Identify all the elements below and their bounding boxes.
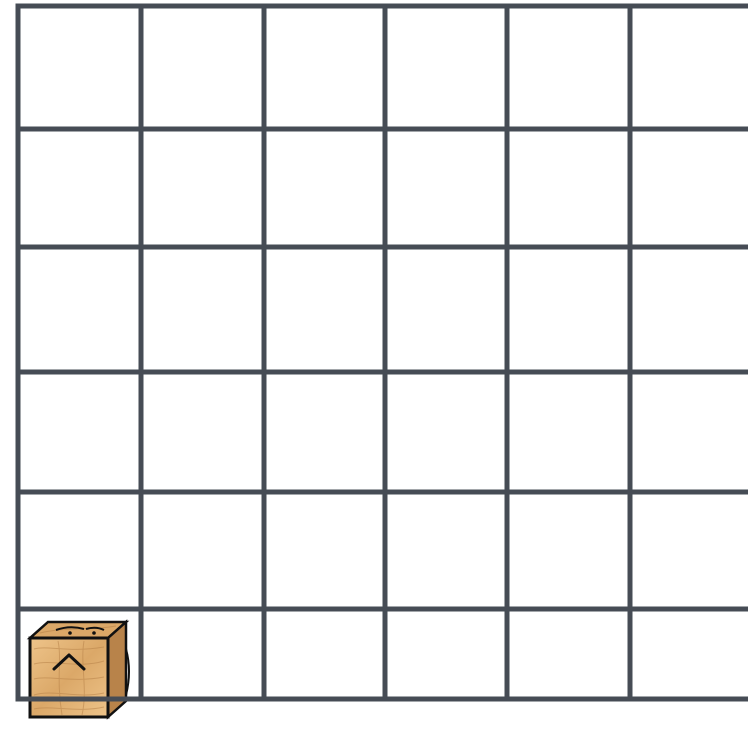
grid-cell bbox=[264, 247, 385, 372]
grid-cell bbox=[141, 609, 264, 699]
grid-cell bbox=[630, 6, 748, 129]
grid-cell bbox=[264, 372, 385, 492]
box-side-face bbox=[108, 622, 126, 717]
grid-cell bbox=[507, 129, 630, 247]
grid-cell bbox=[385, 129, 507, 247]
grid-cell bbox=[385, 609, 507, 699]
grid-cell bbox=[18, 247, 141, 372]
grid-cell bbox=[141, 6, 264, 129]
grid-cell bbox=[630, 247, 748, 372]
player-box[interactable] bbox=[30, 622, 129, 717]
grid-cell bbox=[18, 492, 141, 609]
grid-cell bbox=[507, 247, 630, 372]
grid-cell bbox=[385, 492, 507, 609]
grid-cell bbox=[141, 372, 264, 492]
grid-cell bbox=[385, 6, 507, 129]
grid-cell bbox=[507, 6, 630, 129]
box-front-face bbox=[30, 638, 108, 717]
grid-cell bbox=[141, 129, 264, 247]
grid-cell bbox=[507, 372, 630, 492]
box-eye bbox=[92, 631, 96, 635]
grid-cell bbox=[385, 372, 507, 492]
grid-cell bbox=[507, 609, 630, 699]
grid-cell bbox=[141, 492, 264, 609]
grid-cell bbox=[630, 492, 748, 609]
grid-cell bbox=[18, 372, 141, 492]
grid-cell bbox=[264, 492, 385, 609]
grid-cell bbox=[264, 6, 385, 129]
grid-cell bbox=[141, 247, 264, 372]
box-eye bbox=[68, 631, 72, 635]
grid-cell bbox=[264, 129, 385, 247]
grid-cell bbox=[18, 129, 141, 247]
grid-cell bbox=[507, 492, 630, 609]
grid-cell bbox=[18, 6, 141, 129]
grid-cell bbox=[264, 609, 385, 699]
grid-cell bbox=[385, 247, 507, 372]
grid-cell bbox=[630, 609, 748, 699]
grid-cell bbox=[630, 372, 748, 492]
grid-cell bbox=[630, 129, 748, 247]
